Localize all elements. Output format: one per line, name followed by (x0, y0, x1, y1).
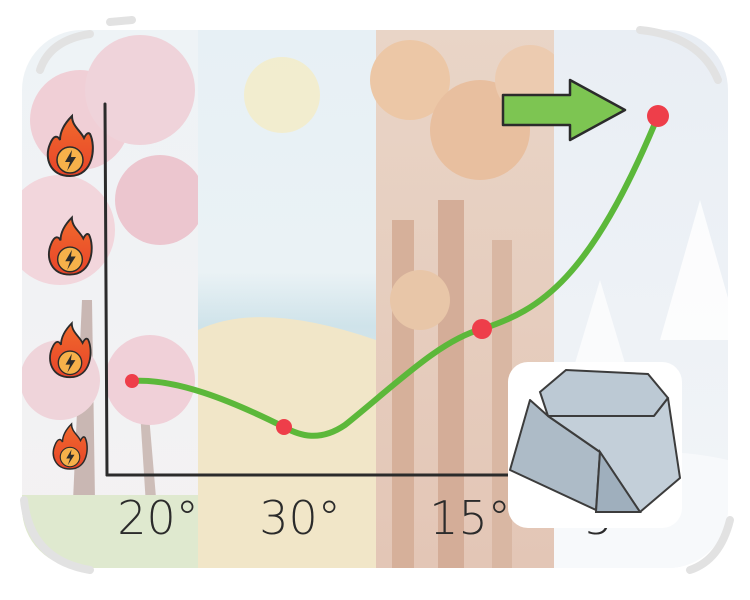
axes (103, 102, 550, 477)
frame-accents (20, 16, 734, 574)
fire-icon (52, 422, 88, 470)
summer-beach-panel (198, 30, 376, 568)
keycap-icon (508, 362, 682, 528)
data-markers (125, 105, 669, 435)
x-tick-label-2: 30° (259, 491, 341, 545)
fire-icon (49, 321, 92, 379)
data-point-1 (125, 374, 139, 388)
x-tick-label-3: 15° (429, 491, 511, 545)
temperature-line (129, 113, 661, 439)
y-axis (103, 102, 109, 477)
y-axis-fire-icons (46, 113, 94, 470)
data-point-2 (276, 419, 292, 435)
data-point-3 (472, 319, 492, 339)
fire-icon (46, 113, 94, 178)
fire-icon (47, 215, 93, 276)
x-tick-label-1: 20° (117, 491, 199, 545)
data-point-4 (647, 105, 669, 127)
arrow-right-icon (501, 78, 627, 142)
